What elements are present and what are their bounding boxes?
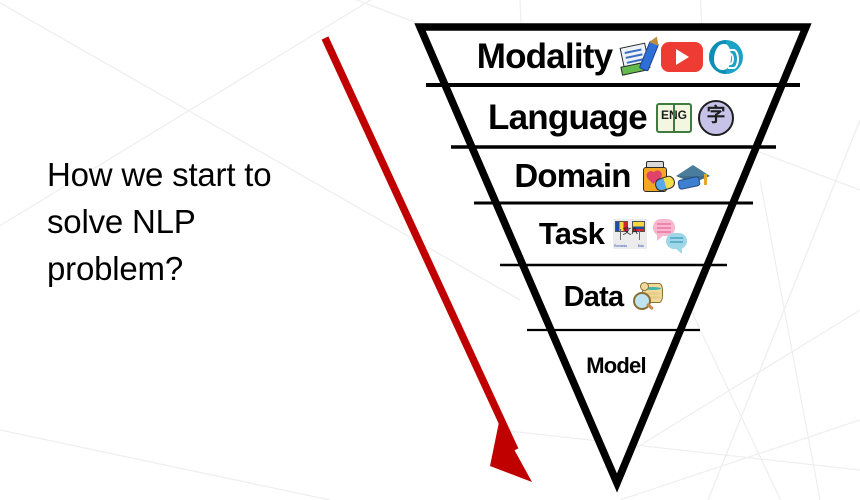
- row-icons-language: ENG 字: [655, 100, 734, 136]
- row-label-model: Model: [586, 353, 646, 378]
- translate-caption-right: Bolo: [637, 243, 645, 248]
- red-down-arrow: [321, 36, 532, 482]
- chinese-character-glyph: 字: [706, 104, 726, 126]
- translate-flags-icon: 文A Romania Bolo: [613, 219, 648, 249]
- row-label-domain: Domain: [514, 157, 631, 194]
- pyramid-row-language: Language ENG 字: [455, 96, 767, 140]
- row-icons-data: [632, 282, 664, 312]
- translate-caption-left: Romania: [614, 243, 627, 248]
- inverted-pyramid: [414, 23, 812, 493]
- row-label-modality: Modality: [476, 37, 613, 76]
- eng-book-icon: ENG: [655, 103, 692, 133]
- row-icons-task: 文A Romania Bolo: [613, 219, 688, 254]
- database-magnifier-icon: [632, 282, 664, 312]
- youtube-play-icon: [661, 42, 704, 72]
- pyramid-row-domain: Domain: [483, 155, 741, 197]
- row-icons-modality: [619, 40, 744, 76]
- question-text: How we start to solve NLP problem?: [47, 152, 347, 293]
- row-label-language: Language: [488, 98, 648, 137]
- chinese-character-icon: 字: [697, 100, 734, 136]
- row-icons-domain: [640, 160, 710, 193]
- row-label-task: Task: [538, 216, 605, 251]
- pyramid-row-data: Data: [540, 278, 688, 316]
- question-line-3: problem?: [47, 249, 183, 287]
- speech-bubbles-icon: [653, 219, 688, 254]
- graduation-cap-icon: [675, 163, 710, 191]
- pyramid-row-modality: Modality: [430, 34, 790, 80]
- speaking-head-icon: [709, 40, 744, 74]
- translate-glyph: 文A: [622, 227, 638, 237]
- question-line-2: solve NLP: [47, 202, 196, 240]
- pyramid-row-model: Model: [570, 350, 662, 382]
- pill-bottle-medicine-icon: [640, 160, 677, 193]
- question-line-1: How we start to: [47, 156, 272, 193]
- row-label-data: Data: [563, 280, 624, 313]
- memo-text-pencil-icon: [619, 40, 660, 76]
- pyramid-row-task: Task 文A Romania Bolo: [510, 214, 716, 254]
